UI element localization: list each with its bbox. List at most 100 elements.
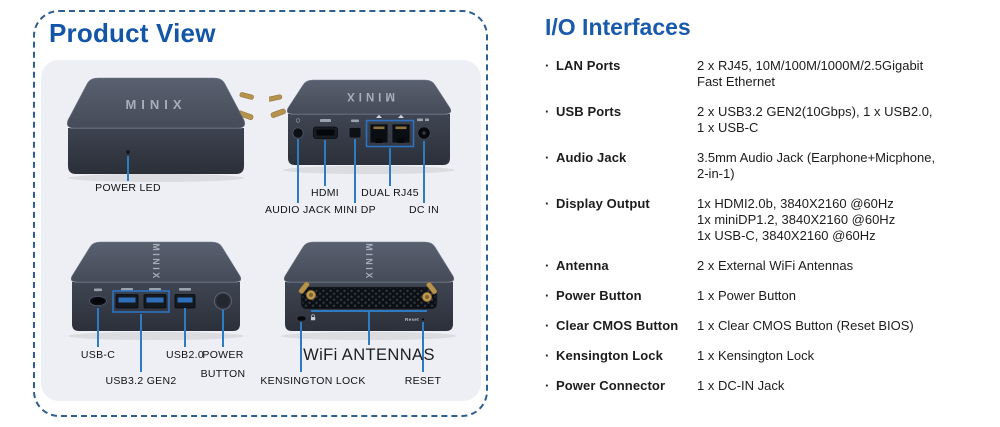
lan-marking-icon <box>376 114 382 118</box>
spec-row-kensington-lock: · Kensington Lock 1 x Kensington Lock <box>545 348 993 364</box>
spec-value: 1x HDMI2.0b, 3840X2160 @60Hz 1x miniDP1.… <box>697 196 896 243</box>
product-view-panel: Product View MINIX <box>33 10 488 417</box>
spec-value: 2 x RJ45, 10M/100M/1000M/2.5Gigabit Fast… <box>697 58 924 89</box>
bullet: · <box>545 196 550 211</box>
svg-text:Reset: Reset <box>405 317 419 322</box>
spec-label: Display Output <box>556 196 650 211</box>
usbc-marking-icon <box>94 288 102 292</box>
leader-line <box>324 140 326 186</box>
device-front-face <box>68 128 244 174</box>
product-view-title: Product View <box>49 18 216 48</box>
label-dc-in: DC IN <box>408 204 440 216</box>
spec-row-lan-ports: · LAN Ports 2 x RJ45, 10M/100M/1000M/2.5… <box>545 58 993 90</box>
spec-row-clear-cmos: · Clear CMOS Button 1 x Clear CMOS Butto… <box>545 318 993 334</box>
spec-value: 1 x Clear CMOS Button (Reset BIOS) <box>697 318 914 333</box>
usb3-marking-icon <box>121 288 133 291</box>
usb-c-port-icon <box>89 295 107 307</box>
usb32-highlight-box <box>112 290 170 313</box>
spec-value: 2 x USB3.2 GEN2(10Gbps), 1 x USB2.0, 1 x… <box>697 104 933 135</box>
antenna-connectors-icon <box>237 92 254 120</box>
device-antenna-vent-photo: MINIX <box>281 241 457 340</box>
bullet: · <box>545 104 550 119</box>
spec-label: Power Button <box>556 288 642 303</box>
spec-value: 1 x Kensington Lock <box>697 348 815 363</box>
product-photos-panel: MINIX <box>41 60 481 401</box>
label-mini-dp: MINI DP <box>334 204 376 216</box>
dcin-marking-icon <box>417 118 423 122</box>
audio-jack-port-icon <box>292 127 304 139</box>
device-rear-ports-photo: MINIX <box>269 79 455 174</box>
io-interfaces-section: I/O Interfaces · LAN Ports 2 x RJ45, 10M… <box>545 14 993 408</box>
bullet: · <box>545 258 550 273</box>
spec-label: Power Connector <box>556 378 666 393</box>
bullet: · <box>545 378 550 393</box>
bullet: · <box>545 348 550 363</box>
spec-label: Audio Jack <box>556 150 627 165</box>
io-interfaces-title: I/O Interfaces <box>545 14 691 40</box>
usb2-port-icon <box>174 294 196 309</box>
bullet: · <box>545 58 550 73</box>
label-power-led: POWER LED <box>95 182 161 194</box>
hdmi-port-icon <box>313 126 338 139</box>
leader-line <box>297 139 299 203</box>
reset-pinhole-icon: Reset <box>405 317 425 322</box>
label-kensington-lock: KENSINGTON LOCK <box>260 375 366 387</box>
label-power-button-1: POWER <box>202 349 244 361</box>
label-hdmi: HDMI <box>310 187 340 199</box>
leader-line <box>368 310 370 345</box>
label-audio-jack: AUDIO JACK <box>264 204 332 216</box>
spec-label: USB Ports <box>556 104 622 119</box>
spec-row-antenna: · Antenna 2 x External WiFi Antennas <box>545 258 993 274</box>
wifi-antenna-connector-icon <box>298 281 317 301</box>
leader-line <box>97 308 99 347</box>
bullet: · <box>545 288 550 303</box>
bullet: · <box>545 150 550 165</box>
power-button-icon <box>213 291 233 311</box>
label-dual-rj45: DUAL RJ45 <box>361 187 419 199</box>
spec-row-audio-jack: · Audio Jack 3.5mm Audio Jack (Earphone+… <box>545 150 993 182</box>
brand-logo-rotated: MINIX <box>151 243 161 281</box>
leader-line <box>423 141 425 203</box>
device-top-view-photo: MINIX <box>66 77 254 182</box>
bullet: · <box>545 318 550 333</box>
minidp-marking-icon <box>351 119 359 123</box>
headphone-marking-icon <box>295 118 301 123</box>
spec-value: 1 x Power Button <box>697 288 796 303</box>
label-wifi-antennas: WiFi ANTENNAS <box>303 346 435 364</box>
wifi-antenna-connector-icon <box>421 281 438 303</box>
brand-logo: MINIX <box>125 97 186 112</box>
label-reset: RESET <box>404 375 442 387</box>
usb32-ports-icon <box>112 290 170 313</box>
spec-value: 2 x External WiFi Antennas <box>697 258 854 273</box>
brand-logo-rotated: MINIX <box>364 243 374 281</box>
leader-line <box>354 139 356 203</box>
leader-line <box>184 308 186 347</box>
leader-line <box>140 314 142 372</box>
spec-row-display-output: · Display Output 1x HDMI2.0b, 3840X2160 … <box>545 196 993 244</box>
kensington-lock-slot-icon <box>296 314 316 322</box>
spec-label: Kensington Lock <box>556 348 663 363</box>
label-usb-c: USB-C <box>80 349 116 361</box>
leader-line <box>127 156 129 181</box>
spec-list: · LAN Ports 2 x RJ45, 10M/100M/1000M/2.5… <box>545 58 993 394</box>
leader-line <box>222 310 224 347</box>
lan-marking-icon <box>398 114 404 118</box>
spec-row-power-button: · Power Button 1 x Power Button <box>545 288 993 304</box>
dcin-marking-icon <box>425 118 429 122</box>
antenna-connectors-icon <box>269 94 286 118</box>
rj45-ports-icon <box>365 119 415 148</box>
mini-dp-port-icon <box>348 127 362 139</box>
power-led-icon <box>126 150 130 154</box>
dc-in-port-icon <box>417 126 431 140</box>
spec-label: Antenna <box>556 258 609 273</box>
label-usb2: USB2.0 <box>166 349 204 361</box>
leader-line <box>300 322 302 372</box>
device-front-usb-photo: MINIX <box>68 241 244 340</box>
leader-line <box>422 322 424 372</box>
device-shadow <box>68 174 244 182</box>
hdmi-marking-icon <box>320 119 331 122</box>
spec-row-usb-ports: · USB Ports 2 x USB3.2 GEN2(10Gbps), 1 x… <box>545 104 993 136</box>
spec-label: Clear CMOS Button <box>556 318 679 333</box>
rj45-highlight-box <box>365 119 415 148</box>
